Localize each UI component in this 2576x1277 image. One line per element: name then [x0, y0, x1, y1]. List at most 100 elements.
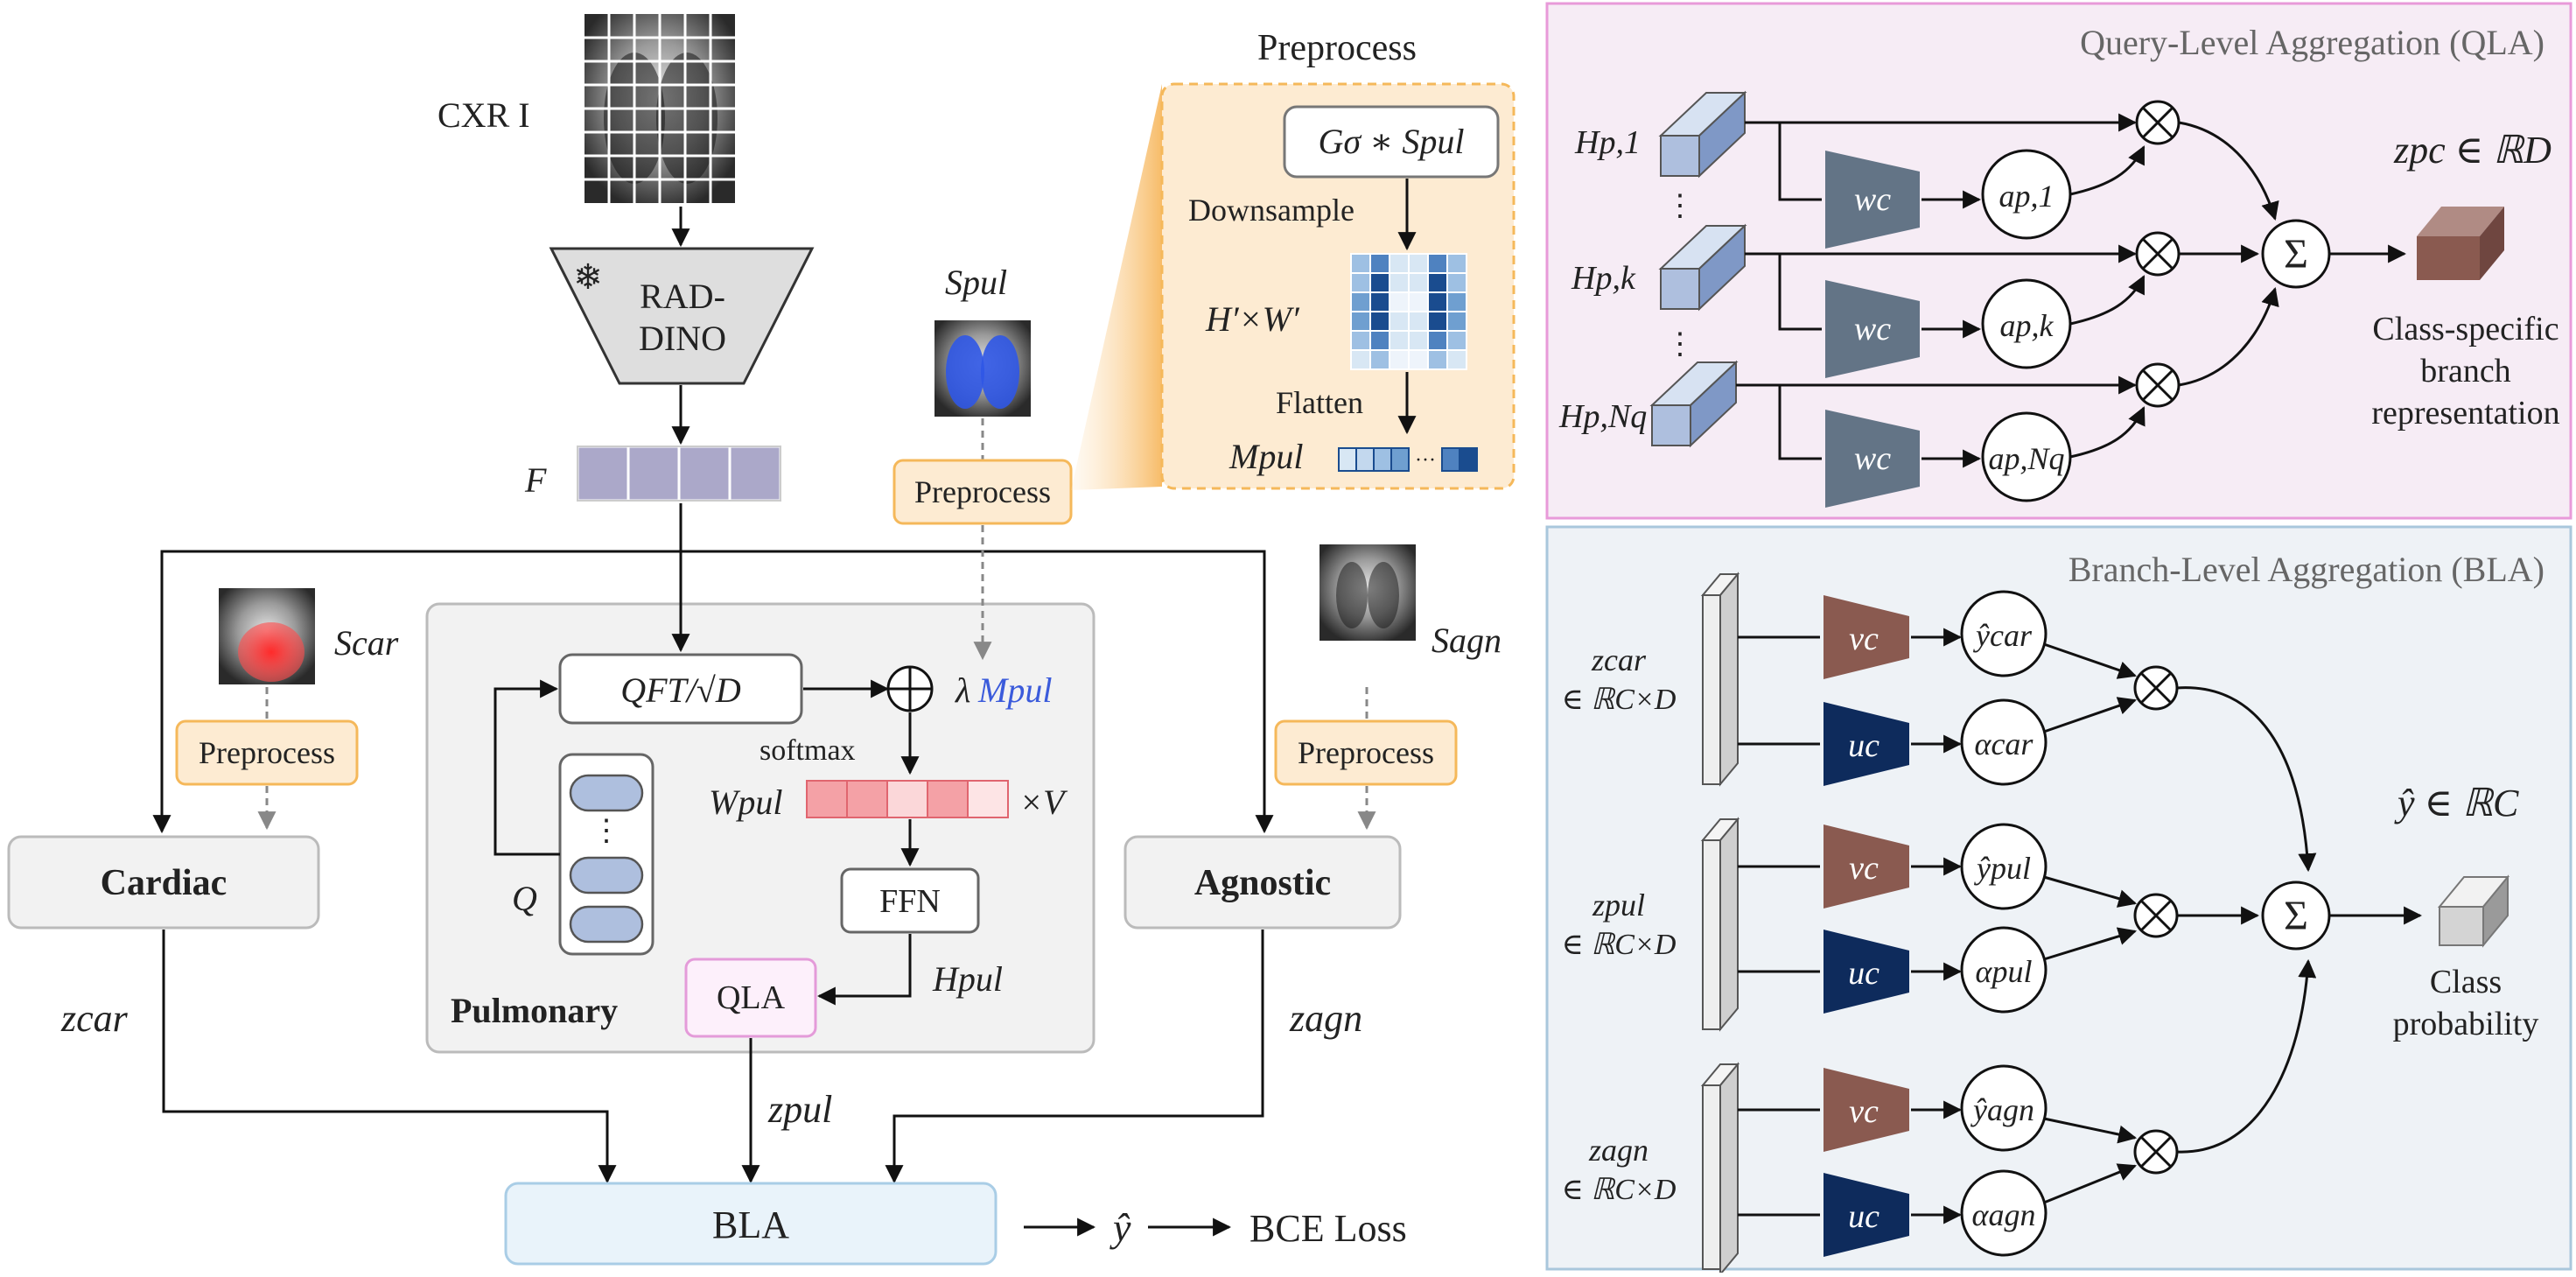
m-pul-label: Mpul: [1228, 437, 1303, 476]
preprocess-panel: [1160, 82, 1516, 490]
attention-label: QFT/√D: [620, 670, 741, 710]
wc-trapezoids: [1825, 151, 1920, 508]
flattened-mask-vector: [1338, 447, 1478, 472]
uc-label-agn: uc: [1848, 1198, 1880, 1235]
w-pul-label: Wpul: [709, 782, 782, 822]
vector-dots: ···: [1415, 449, 1436, 472]
feature-label: F: [524, 460, 547, 500]
z-pul-label: zpul: [767, 1088, 832, 1131]
a-label-nq: ap,Nq: [1988, 441, 2064, 476]
cardiac-label: Cardiac: [101, 863, 228, 903]
ffn-label: FFN: [879, 883, 941, 920]
downsample-label: Downsample: [1188, 193, 1354, 228]
cardiac-branch: [7, 835, 320, 930]
query-tensor-1: [1658, 90, 1747, 179]
tensor-dots-2: ⋮: [1665, 328, 1695, 361]
q-label: Q: [512, 879, 537, 918]
rad-dino-encoder: [549, 247, 815, 385]
z-slab-pul: [1700, 817, 1740, 1032]
h-label-1: Hp,1: [1574, 124, 1641, 161]
cardiac-mask: [219, 588, 315, 684]
class-probability-cube: [2437, 874, 2510, 948]
gaussian-label: Gσ ∗ Spul: [1319, 122, 1465, 161]
vc-label-pul: vc: [1849, 850, 1879, 887]
bla-caption-1: Class: [2430, 964, 2502, 1000]
gaussian-box: [1283, 105, 1500, 179]
flatten-label: Flatten: [1276, 385, 1363, 420]
qla-box-label: QLA: [717, 979, 786, 1016]
preprocess-panel-title: Preprocess: [1257, 28, 1417, 68]
bla-z-agn: zagn: [1588, 1133, 1648, 1168]
z-pc-label: zpc ∈ ℝD: [2393, 129, 2552, 172]
cxr-label: CXR I: [438, 95, 530, 135]
bla-z-car: zcar: [1591, 642, 1647, 677]
uc-label-pul: uc: [1848, 955, 1880, 992]
tensor-dots-1: ⋮: [1665, 190, 1695, 222]
bla-z-agn-space: ∈ ℝC×D: [1562, 1174, 1676, 1206]
qla-box: [684, 958, 817, 1038]
qla-caption-1: Class-specific: [2372, 311, 2558, 347]
query-tokens: [569, 774, 644, 944]
vc-label-agn: vc: [1849, 1093, 1879, 1130]
preprocess-agnostic-label: Preprocess: [1298, 735, 1434, 770]
bla-caption-2: probability: [2393, 1006, 2539, 1042]
bla-output-label: ŷ ∈ ℝC: [2394, 782, 2519, 824]
zoom-fan: [1071, 84, 1162, 490]
agnostic-branch: [1124, 835, 1402, 930]
z-slab-car: [1700, 572, 1740, 787]
y-agn-label: ŷagn: [1970, 1092, 2034, 1127]
z-slab-agn: [1700, 1062, 1740, 1277]
uc-label-car: uc: [1848, 727, 1880, 764]
preprocess-pulmonary: [892, 459, 1073, 525]
z-car-label: zcar: [60, 997, 129, 1040]
a-label-1: ap,1: [1999, 179, 2054, 214]
agnostic-image: [1320, 544, 1416, 641]
svg-text:Σ: Σ: [2284, 231, 2308, 277]
ffn-box: [840, 867, 980, 934]
s-pul-label: Spul: [945, 263, 1007, 302]
y-hat-label: ŷ: [1110, 1205, 1131, 1250]
wc-label-nq: wc: [1854, 440, 1891, 477]
s-car-label: Scar: [334, 623, 399, 663]
s-agn-label: Sagn: [1432, 621, 1502, 660]
y-car-label: ŷcar: [1973, 618, 2033, 653]
encoder-label-1: RAD-: [640, 277, 725, 316]
qla-title: Query-Level Aggregation (QLA): [2080, 23, 2544, 62]
loss-label: BCE Loss: [1250, 1207, 1407, 1250]
encoder-label-2: DINO: [639, 319, 726, 358]
lambda-m-label: Mpul: [977, 670, 1052, 710]
alpha-agn-label: αagn: [1972, 1197, 2036, 1232]
hw-label: H′×W′: [1205, 299, 1300, 339]
svg-text:Σ: Σ: [2284, 893, 2308, 939]
alpha-car-label: αcar: [1975, 726, 2034, 761]
attention-weights: [1981, 149, 2072, 502]
attention-box: [558, 653, 803, 725]
wc-label-k: wc: [1854, 311, 1891, 347]
qla-caption-2: branch: [2420, 353, 2510, 389]
bla-box-label: BLA: [712, 1203, 789, 1246]
preprocess-cardiac-label: Preprocess: [199, 735, 335, 770]
bla-z-car-space: ∈ ℝC×D: [1562, 684, 1676, 716]
feature-tokens: [576, 445, 782, 502]
query-dots: ⋮: [592, 815, 621, 847]
query-tensor-nq: [1649, 360, 1739, 448]
sum-icon: Σ: [2261, 219, 2331, 289]
lambda-label: λ: [955, 670, 970, 710]
bla-z-pul-space: ∈ ℝC×D: [1562, 929, 1676, 961]
softmax-label: softmax: [760, 734, 856, 767]
preprocess-pulmonary-label: Preprocess: [914, 474, 1051, 509]
z-representation-cube: [2417, 207, 2504, 280]
preprocess-cardiac: [175, 719, 359, 786]
w-pul-vector: [806, 780, 1009, 818]
query-tensor-k: [1658, 223, 1747, 312]
branch-circles: [1960, 590, 2048, 1257]
bla-z-pul: zpul: [1592, 888, 1645, 923]
pulmonary-mask: [934, 320, 1031, 417]
a-label-k: ap,k: [2000, 308, 2054, 343]
add-icon: [886, 665, 934, 712]
vc-label-car: vc: [1849, 621, 1879, 657]
y-pul-label: ŷpul: [1974, 851, 2031, 886]
pulmonary-label: Pulmonary: [451, 991, 618, 1030]
uc-trapezoids: [1824, 702, 1909, 1257]
